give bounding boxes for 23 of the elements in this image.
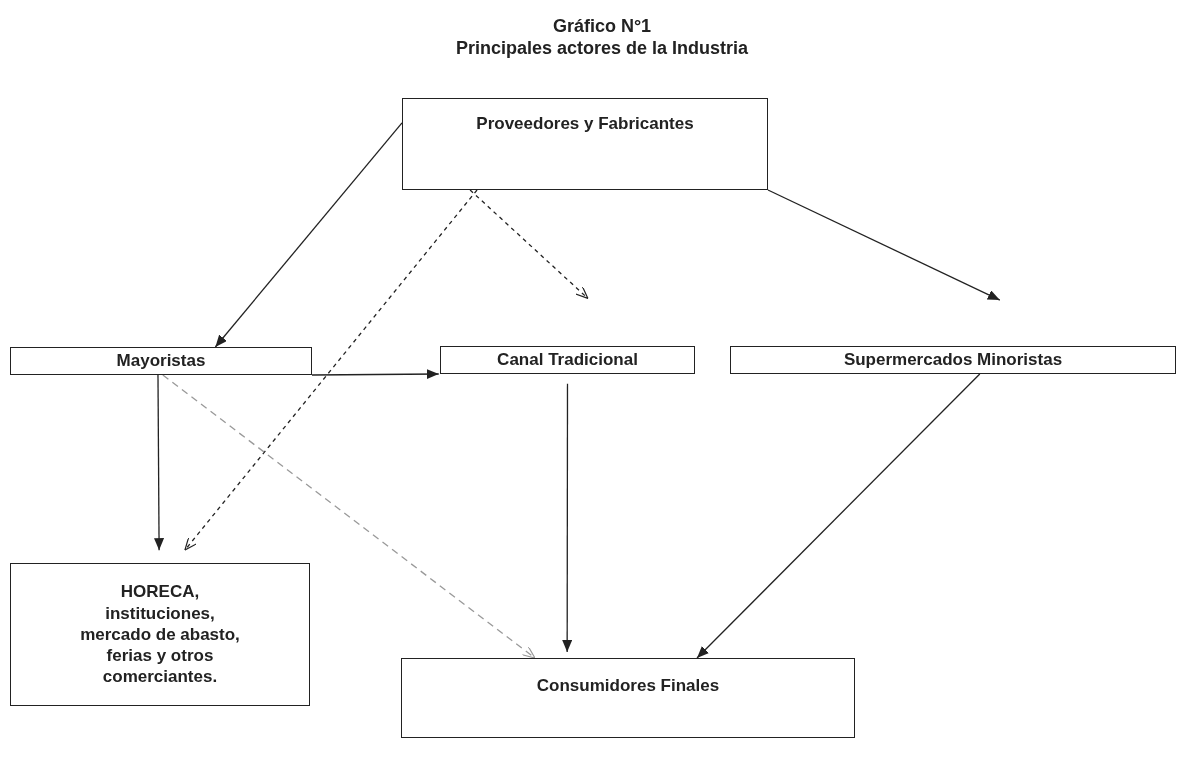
box-label: Supermercados Minoristas: [843, 349, 1063, 371]
diagram-title: Gráfico N°1: [551, 16, 653, 37]
process-box: [440, 346, 695, 374]
arrow: [767, 189, 1001, 301]
arrow: [562, 383, 573, 653]
dashed-arrow: [469, 189, 589, 300]
box-label: Consumidores Finales: [536, 675, 720, 697]
arrow: [154, 374, 164, 551]
box-label: HORECA, instituciones, mercado de abasto, ferias y otros comerciantes.: [79, 581, 241, 688]
box-label: Canal Tradicional: [497, 349, 638, 371]
process-box: [10, 563, 310, 706]
arrow: [311, 369, 440, 380]
diagram-subtitle: Principales actores de la Industria: [454, 38, 750, 59]
arrow: [214, 122, 403, 348]
process-box: [401, 658, 855, 738]
dashed-arrow: [184, 189, 478, 551]
dashed-arrow: [162, 374, 536, 659]
arrow: [696, 373, 981, 659]
process-box: [10, 347, 312, 375]
process-box: [730, 346, 1176, 374]
process-box: [402, 98, 768, 190]
box-label: Mayoristas: [116, 350, 206, 372]
box-label: Proveedores y Fabricantes: [476, 113, 694, 135]
